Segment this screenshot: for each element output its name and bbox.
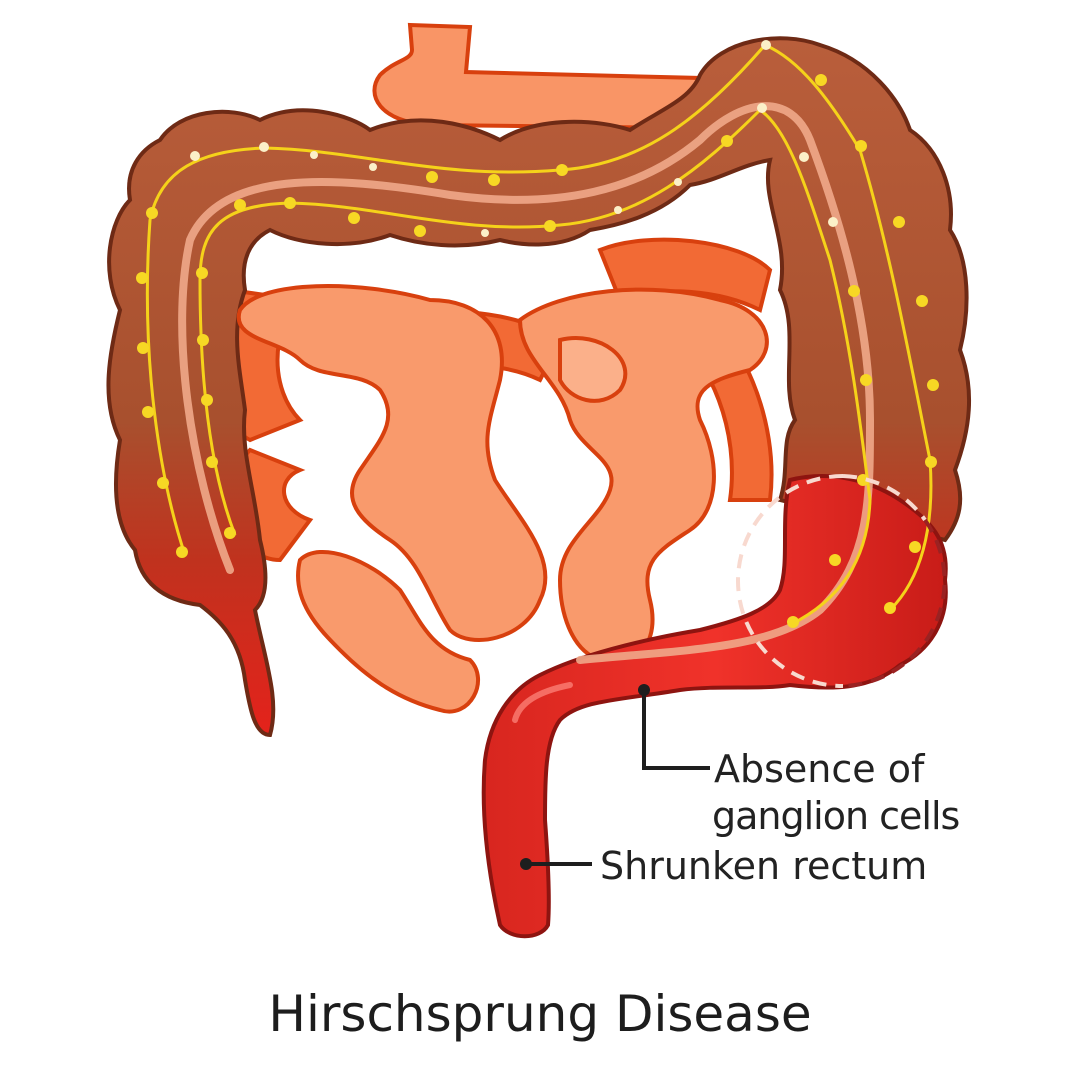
ganglion-cells xyxy=(136,74,939,628)
affected-segment xyxy=(481,474,948,939)
leader-lines xyxy=(526,692,710,866)
small-intestine-top xyxy=(372,22,703,131)
nerve-chains xyxy=(145,43,933,627)
ganglion-cells-pale xyxy=(190,40,838,237)
large-colon xyxy=(106,36,972,738)
label-shrunken-rectum: Shrunken rectum xyxy=(600,844,928,888)
absence-leader-line xyxy=(642,692,710,770)
small-intestine-coils xyxy=(236,284,769,714)
affected-zone-circle xyxy=(735,474,947,688)
label-absence-of: Absence of xyxy=(714,747,925,791)
label-ganglion-cells: ganglion cells xyxy=(712,794,960,838)
diagram-title: Hirschsprung Disease xyxy=(268,985,812,1043)
leader-dots xyxy=(520,684,650,870)
